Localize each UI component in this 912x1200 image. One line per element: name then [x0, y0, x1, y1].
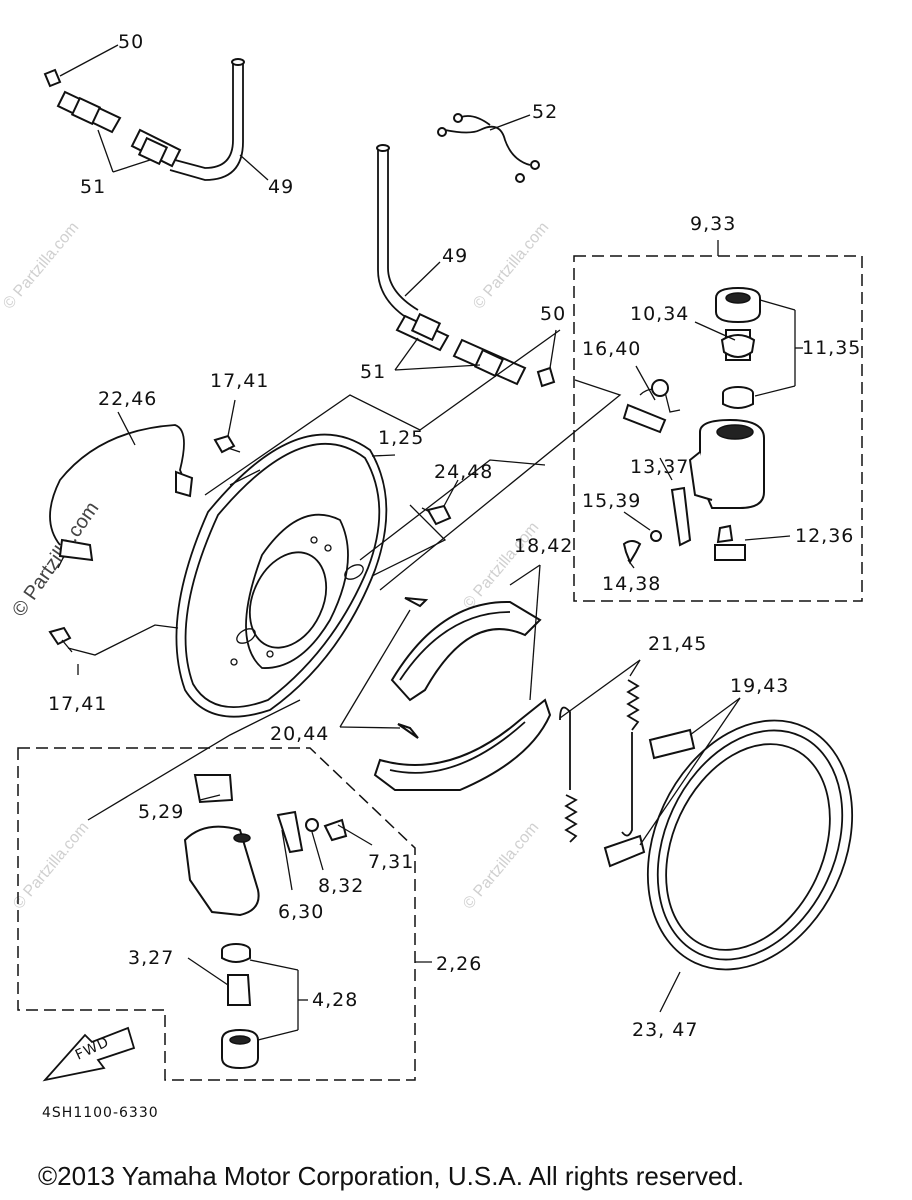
- brake-hose-left: [43, 58, 245, 181]
- callout-17-41: 17,41: [48, 693, 107, 715]
- callout-2-26: 2,26: [436, 953, 482, 975]
- callout-52: 52: [532, 101, 558, 123]
- callout-5-29: 5,29: [138, 801, 184, 823]
- callout-18-42: 18,42: [514, 535, 573, 557]
- brake-hose-center: [376, 144, 556, 388]
- brake-shoe-upper: [390, 600, 542, 702]
- fwd-label: FWD: [73, 1034, 112, 1064]
- brake-drum: [646, 719, 854, 971]
- clip-19-43: [603, 728, 696, 868]
- wheel-cylinder-box-left: [17, 747, 416, 1081]
- callout-9-33: 9,33: [690, 213, 736, 235]
- callout-8-32: 8,32: [318, 875, 364, 897]
- callout-19-43: 19,43: [730, 675, 789, 697]
- callout-10-34: 10,34: [630, 303, 689, 325]
- callout-12-36: 12,36: [795, 525, 854, 547]
- callout-7-31: 7,31: [368, 851, 414, 873]
- spring-clip-52: [437, 113, 540, 183]
- callout-1-25: 1,25: [378, 427, 424, 449]
- bolt-24-48: [421, 504, 452, 526]
- brake-backing-plate: [175, 433, 388, 718]
- fwd-arrow: FWD: [42, 1026, 136, 1082]
- callout-50: 50: [540, 303, 566, 325]
- callout-24-48: 24,48: [434, 461, 493, 483]
- callout-15-39: 15,39: [582, 490, 641, 512]
- callout-50: 50: [118, 31, 144, 53]
- callout-49: 49: [442, 245, 468, 267]
- callout-13-37: 13,37: [630, 456, 689, 478]
- callout-14-38: 14,38: [602, 573, 661, 595]
- callout-16-40: 16,40: [582, 338, 641, 360]
- watermark-text: © Partzilla.com: [10, 819, 92, 913]
- callout-23-47: 23, 47: [632, 1019, 698, 1041]
- callout-51: 51: [360, 361, 386, 383]
- pin-20-44: [397, 597, 429, 739]
- brake-line-sensor: [49, 424, 194, 569]
- bolt-17-41-top: [213, 434, 241, 454]
- callout-17-41: 17,41: [210, 370, 269, 392]
- callout-11-35: 11,35: [802, 337, 861, 359]
- wheel-cylinder-left: [183, 774, 348, 1070]
- return-springs: [559, 679, 640, 843]
- callout-20-44: 20,44: [270, 723, 329, 745]
- watermark-text: © Partzilla.com: [460, 519, 542, 613]
- callout-3-27: 3,27: [128, 947, 174, 969]
- bolt-17-41-bottom: [48, 626, 73, 653]
- watermark-text: © Partzilla.com: [0, 219, 82, 313]
- callout-21-45: 21,45: [648, 633, 707, 655]
- brake-shoe-lower: [373, 698, 552, 791]
- callout-6-30: 6,30: [278, 901, 324, 923]
- watermarks: © Partzilla.com © Partzilla.com © Partzi…: [0, 219, 552, 913]
- callout-4-28: 4,28: [312, 989, 358, 1011]
- callout-22-46: 22,46: [98, 388, 157, 410]
- callout-51: 51: [80, 176, 106, 198]
- watermark-text: © Partzilla.com: [470, 219, 552, 313]
- wheel-cylinder-right: [622, 286, 765, 565]
- watermark-text: © Partzilla.com: [460, 819, 542, 913]
- callout-labels: 50 51 49 52 49 51 50 9,33 10,34 11,35 16…: [48, 31, 861, 1041]
- copyright-notice: ©2013 Yamaha Motor Corporation, U.S.A. A…: [38, 1161, 744, 1191]
- diagram-code: 4SH1100-6330: [42, 1105, 159, 1121]
- callout-49: 49: [268, 176, 294, 198]
